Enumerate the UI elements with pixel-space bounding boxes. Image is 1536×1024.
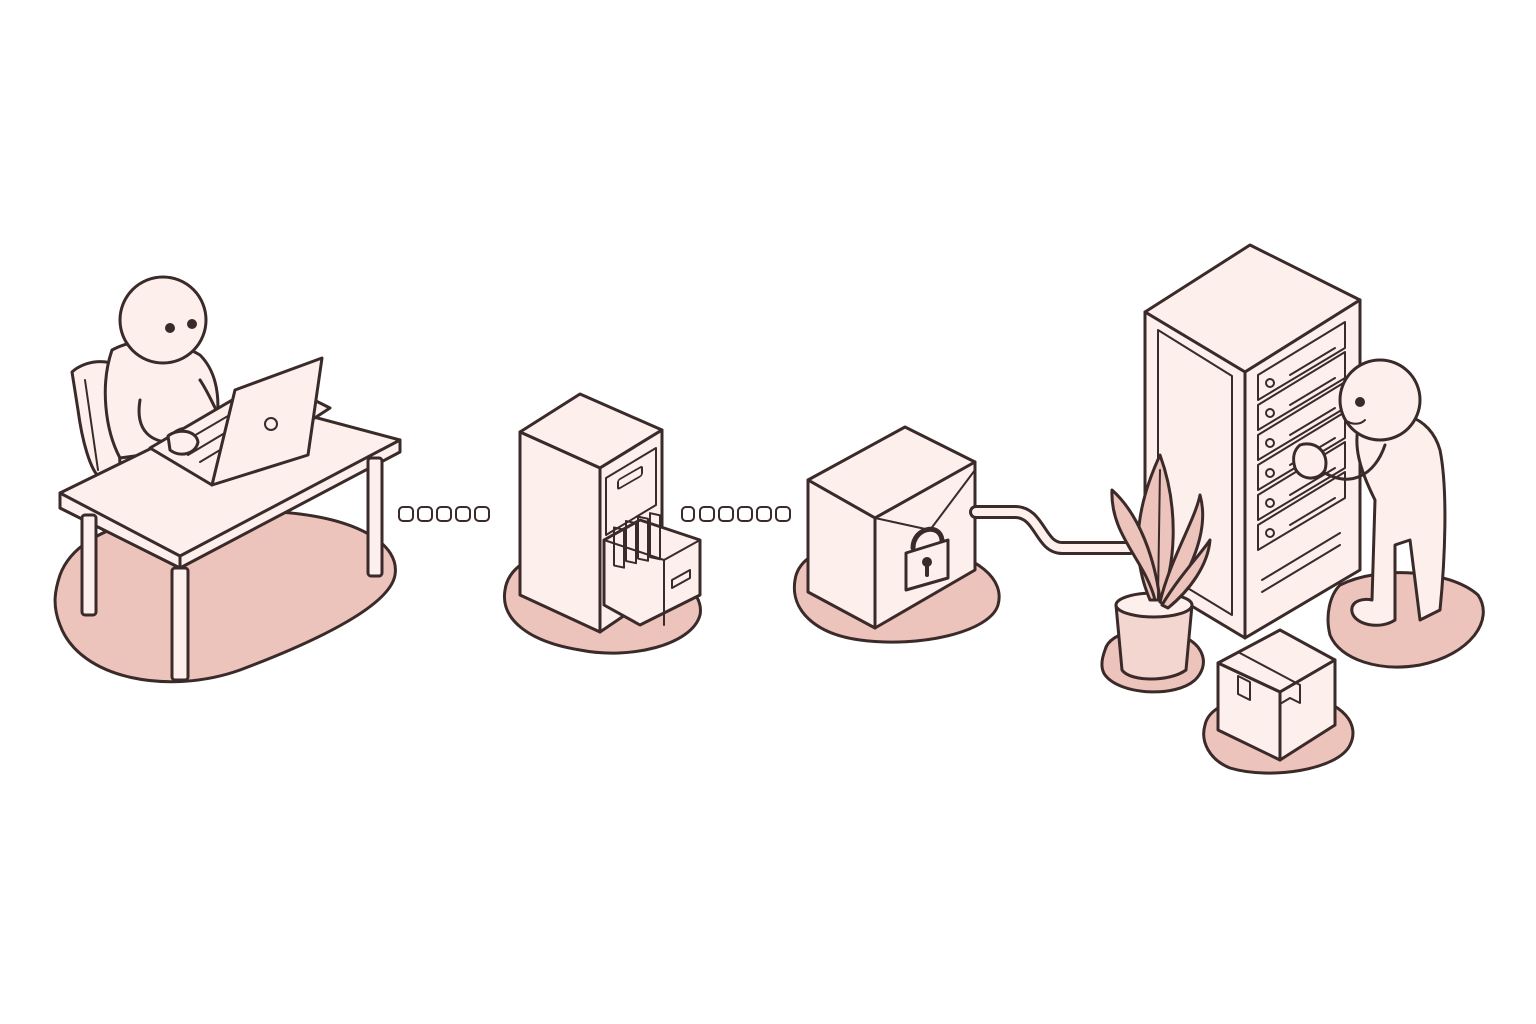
technician-person-icon [1292, 358, 1447, 627]
laptop-icon [148, 356, 332, 487]
connector-workstation-to-cabinet [398, 506, 490, 522]
server-room-node [1100, 243, 1485, 775]
desk-person-head [118, 275, 208, 365]
technician-head [1338, 358, 1422, 442]
file-cabinet-node [502, 392, 702, 655]
workstation-node [53, 275, 402, 684]
connector-cabinet-to-secure-box [681, 506, 791, 522]
secure-box-node [792, 425, 1001, 644]
connector-secure-box-to-server [969, 505, 1137, 555]
padlock-box-icon [806, 425, 977, 630]
server-floor-shadow [1326, 571, 1485, 669]
padlock-icon [904, 526, 950, 592]
potted-plant-icon [1100, 453, 1212, 694]
file-cabinet-icon [518, 392, 702, 634]
cardboard-box-icon [1202, 628, 1355, 775]
desk-icon [58, 398, 402, 682]
